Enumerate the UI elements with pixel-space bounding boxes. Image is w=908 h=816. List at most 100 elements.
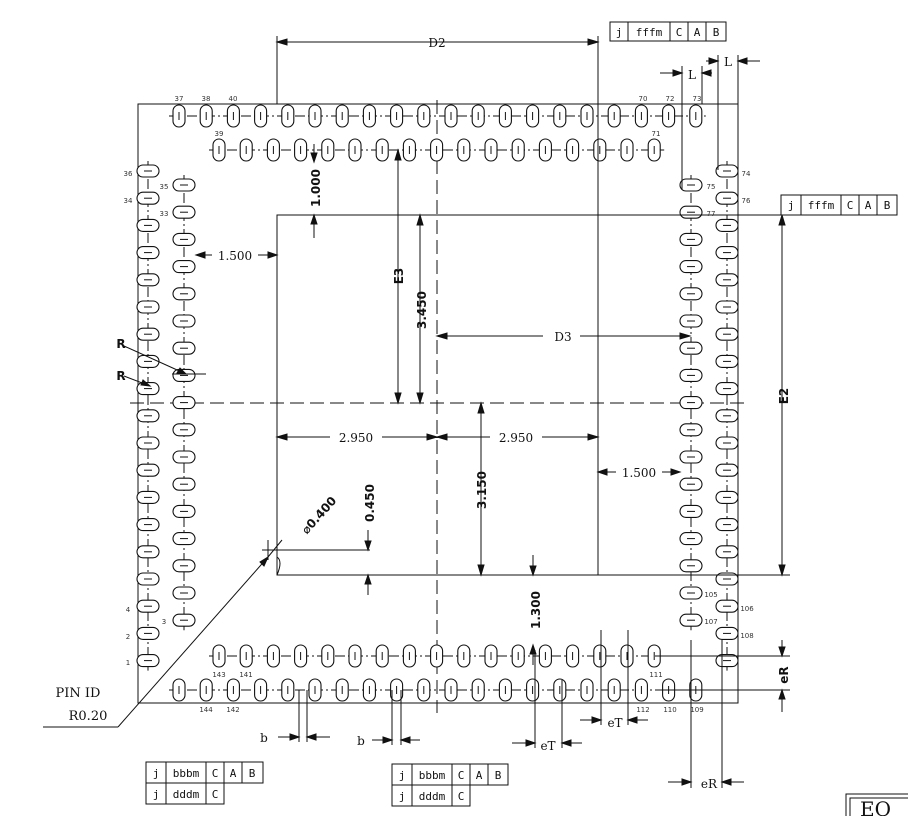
- pin-label-36: 36: [124, 170, 133, 178]
- pin-label-107: 107: [704, 618, 717, 626]
- fcf-bl-r1-datum-c: C: [212, 767, 219, 780]
- pin-label-72: 72: [666, 95, 675, 103]
- pads-right-outer-column: [715, 161, 739, 671]
- pin-label-71: 71: [652, 130, 661, 138]
- pin-label-39: 39: [215, 130, 224, 138]
- dim-et-right: eT: [607, 716, 622, 730]
- dimension-lines: [43, 36, 790, 788]
- fcf-top: j fffm C A B: [609, 21, 727, 42]
- pin-id-label: PIN ID: [56, 686, 101, 701]
- pin-id-radius: R0.20: [69, 709, 108, 724]
- dim-0450: 0.450: [363, 484, 377, 522]
- pads-left-inner-column: [172, 175, 196, 631]
- dim-r-lower: R: [116, 369, 125, 383]
- fcf-bl-r2-symbol: j: [153, 788, 160, 801]
- pin-label-35: 35: [160, 183, 169, 191]
- pin-label-105: 105: [704, 591, 717, 599]
- pin-label-108: 108: [740, 632, 753, 640]
- dim-d2: D2: [428, 36, 445, 50]
- fcf-top-datum-a: A: [694, 26, 701, 39]
- pin-label-75: 75: [707, 183, 716, 191]
- pin-label-141: 141: [239, 671, 252, 679]
- pin-label-2: 2: [126, 633, 130, 641]
- exposed-pad: [276, 214, 599, 576]
- pin-label-38: 38: [202, 95, 211, 103]
- dim-d3: D3: [554, 330, 571, 344]
- dim-1000: 1.000: [309, 169, 323, 207]
- pin-label-33: 33: [160, 210, 169, 218]
- dim-er-bottom: eR: [701, 777, 718, 791]
- fcf-bl-r1-tolerance: bbbm: [173, 767, 200, 780]
- pin-label-109: 109: [690, 706, 703, 714]
- pads-top-inner-row: [209, 138, 665, 162]
- fcf-bottom-mid: j bbbm C A B j dddm C: [391, 763, 509, 807]
- pin-label-144: 144: [199, 706, 213, 714]
- corner-box: EQ: [845, 793, 908, 816]
- fcf-bm-r1-datum-a: A: [476, 769, 483, 782]
- dim-b-left: b: [260, 731, 268, 745]
- pads-right-inner-column: [679, 175, 703, 631]
- dim-e3: E3: [392, 268, 406, 285]
- dim-er-right: eR: [777, 666, 791, 683]
- pin-label-37: 37: [175, 95, 184, 103]
- dim-b-mid: b: [357, 734, 365, 748]
- pin-label-142: 142: [226, 706, 239, 714]
- pin-label-77: 77: [707, 210, 716, 218]
- dim-3150: 3.150: [475, 471, 489, 509]
- fcf-bm-r2-datum-c: C: [458, 790, 465, 803]
- fcf-right: j fffm C A B: [780, 194, 898, 216]
- fcf-right-tolerance: fffm: [808, 199, 835, 212]
- fcf-bm-r1-datum-b: B: [495, 769, 502, 782]
- fcf-bl-r2-tolerance: dddm: [173, 788, 200, 801]
- fcf-bm-r1-symbol: j: [399, 769, 406, 782]
- pin1-chamfer: [276, 556, 281, 576]
- pin-label-76: 76: [742, 197, 751, 205]
- dim-l-top: L: [688, 68, 696, 82]
- fcf-top-datum-b: B: [713, 26, 720, 39]
- pads-top-outer-row: [169, 104, 706, 128]
- fcf-bl-r1-datum-a: A: [230, 767, 237, 780]
- pads-bottom-inner-row: [209, 644, 665, 668]
- fcf-bl-r1-symbol: j: [153, 767, 160, 780]
- fcf-right-datum-a: A: [865, 199, 872, 212]
- dim-l-right: L: [724, 55, 732, 69]
- dim-et-bottom: eT: [540, 739, 555, 753]
- pin-label-110: 110: [663, 706, 676, 714]
- dim-2950-left: 2.950: [339, 431, 373, 445]
- fcf-right-datum-b: B: [884, 199, 891, 212]
- fcf-bm-r1-datum-c: C: [458, 769, 465, 782]
- fcf-bm-r1-tolerance: bbbm: [419, 769, 446, 782]
- fcf-top-tolerance: fffm: [636, 26, 663, 39]
- pin-label-111: 111: [649, 671, 662, 679]
- pin-label-143: 143: [212, 671, 225, 679]
- pads-left-outer-column: [136, 161, 160, 671]
- fcf-bm-r2-symbol: j: [399, 790, 406, 803]
- pin-label-112: 112: [636, 706, 649, 714]
- dim-r-upper: R: [116, 337, 125, 351]
- pin-label-3: 3: [162, 618, 166, 626]
- dim-3450: 3.450: [415, 291, 429, 329]
- dim-phi0400: ⌀0.400: [299, 494, 340, 537]
- pin-label-73-top: 73: [693, 95, 702, 103]
- dim-2950-right: 2.950: [499, 431, 533, 445]
- pin-label-40: 40: [229, 95, 238, 103]
- pin-label-70: 70: [639, 95, 648, 103]
- dim-1500-left: 1.500: [218, 249, 252, 263]
- fcf-right-symbol: j: [788, 199, 795, 212]
- fcf-bl-r1-datum-b: B: [249, 767, 256, 780]
- dim-1300: 1.300: [529, 591, 543, 629]
- pin-number-labels: 37 38 40 39 70 72 73 71 36 34 35 33 74 7…: [124, 95, 755, 714]
- fcf-bm-r2-tolerance: dddm: [419, 790, 446, 803]
- pin-label-106: 106: [740, 605, 754, 613]
- fcf-right-datum-c: C: [847, 199, 854, 212]
- fcf-bottom-left: j bbbm C A B j dddm C: [145, 761, 264, 805]
- fcf-top-datum-c: C: [676, 26, 683, 39]
- pin-label-74: 74: [742, 170, 751, 178]
- pin-label-4: 4: [126, 606, 131, 614]
- pads-bottom-outer-row: [169, 678, 706, 702]
- dim-1500-right: 1.500: [622, 466, 656, 480]
- pin-label-1: 1: [126, 659, 130, 667]
- pin-label-34: 34: [124, 197, 133, 205]
- corner-label: EQ: [860, 797, 891, 816]
